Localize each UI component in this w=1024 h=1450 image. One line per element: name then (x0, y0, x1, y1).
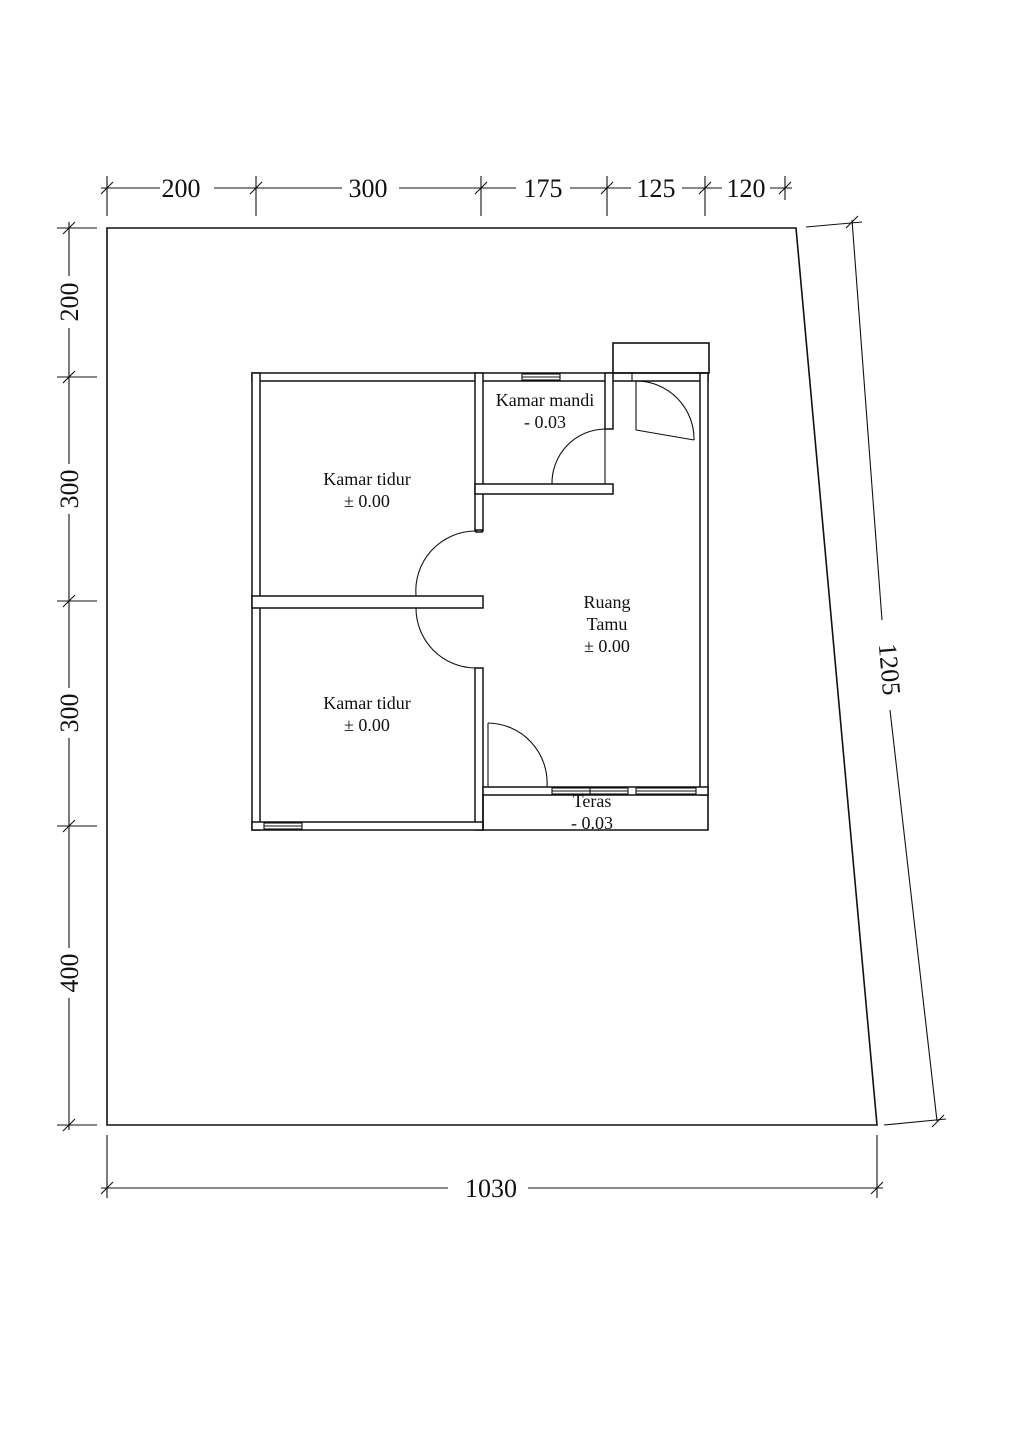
left-dim-label: 400 (55, 954, 84, 993)
room-name-terrace: Teras (573, 791, 612, 811)
room-level-bathroom: - 0.03 (524, 412, 566, 432)
right-dimension-line (805, 215, 947, 1128)
bottom-dim-label: 1030 (465, 1174, 517, 1203)
room-name-bedroom-lower: Kamar tidur (323, 693, 410, 713)
top-dimension-line (100, 176, 792, 216)
room-level-bedroom-upper: ± 0.00 (344, 491, 390, 511)
left-dim-label: 200 (55, 283, 84, 322)
windows (263, 373, 697, 830)
right-dim-label: 1205 (873, 642, 906, 696)
room-level-living: ± 0.00 (584, 636, 630, 656)
left-dim-label: 300 (55, 470, 84, 509)
top-dim-label: 120 (727, 174, 766, 203)
left-dim-label: 300 (55, 694, 84, 733)
room-level-bedroom-lower: ± 0.00 (344, 715, 390, 735)
left-dimension-line (57, 221, 97, 1132)
room-level-terrace: - 0.03 (571, 813, 613, 833)
house-walls (251, 372, 709, 831)
room-name-bathroom: Kamar mandi (496, 390, 594, 410)
site-boundary (106, 227, 878, 1126)
top-dim-label: 300 (349, 174, 388, 203)
top-dim-label: 175 (524, 174, 563, 203)
terrace-outline (482, 795, 709, 831)
room-name-bedroom-upper: Kamar tidur (323, 469, 410, 489)
room-name-living-2: Tamu (587, 614, 628, 634)
top-dim-label: 200 (162, 174, 201, 203)
top-dim-label: 125 (637, 174, 676, 203)
bottom-dimension-line (100, 1135, 884, 1198)
exterior-box (612, 342, 710, 374)
room-name-living-1: Ruang (584, 592, 631, 612)
doors (415, 380, 695, 788)
